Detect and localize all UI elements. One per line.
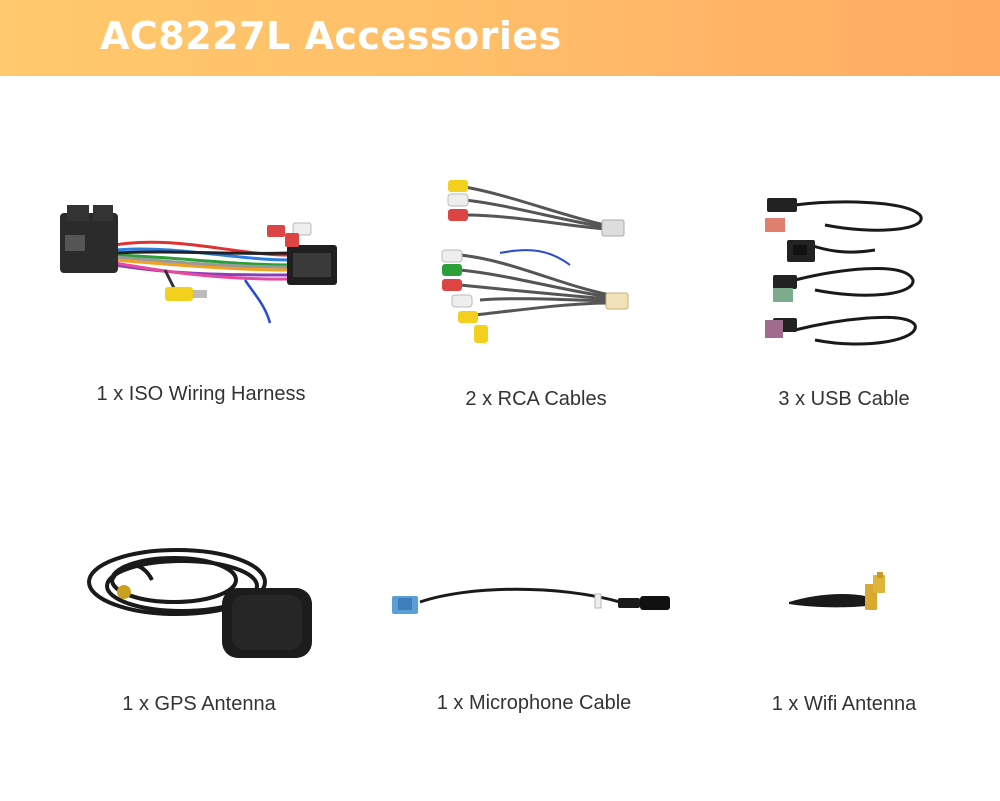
header-banner: AC8227L Accessories xyxy=(0,0,1000,76)
usb-cable-icon xyxy=(765,198,923,346)
accessory-label: 3 x USB Cable xyxy=(778,388,910,410)
page-title: AC8227L Accessories xyxy=(100,14,562,58)
accessory-label: 1 x GPS Antenna xyxy=(122,693,276,715)
accessory-label: 2 x RCA Cables xyxy=(465,388,607,410)
accessory-label: 1 x ISO Wiring Harness xyxy=(96,383,306,405)
accessory-label: 1 x Wifi Antenna xyxy=(771,693,917,715)
microphone-cable-icon xyxy=(392,587,670,614)
wiring-harness-icon xyxy=(60,205,337,324)
wifi-antenna-icon xyxy=(789,572,885,610)
accessory-label: 1 x Microphone Cable xyxy=(436,692,632,714)
rca-cables-icon xyxy=(441,180,629,343)
gps-antenna-icon xyxy=(87,548,312,658)
